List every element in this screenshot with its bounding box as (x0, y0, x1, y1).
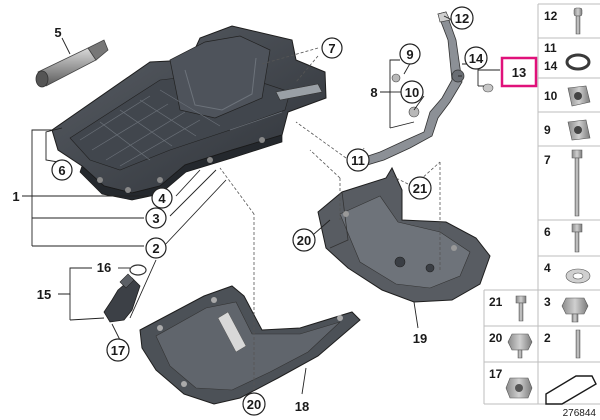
panel-part-11-oring (565, 53, 591, 71)
callout-9: 9 (399, 43, 421, 65)
panel-label-14: 14 (544, 59, 558, 73)
dipstick-tube-drawing (361, 11, 494, 167)
panel-label-4: 4 (544, 261, 551, 275)
callout-1: 1 (12, 189, 19, 204)
callout-19: 19 (413, 331, 427, 346)
catalog-number: 276844 (563, 408, 597, 419)
callout-21: 21 (408, 176, 432, 200)
callout-12: 12 (450, 6, 474, 30)
panel-part-6-bolt (571, 223, 583, 253)
panel-part-4-washer (565, 268, 591, 284)
callout-14: 14 (464, 46, 488, 70)
callout-20-lower-text: 20 (247, 397, 261, 412)
upper-oil-pan-drawing (51, 25, 327, 201)
leader-lines (22, 15, 500, 395)
callout-15: 15 (37, 287, 51, 302)
panel-part-12-screw (573, 7, 583, 35)
panel-label-7: 7 (544, 153, 551, 167)
callout-labels: 5 6 1 4 3 2 7 8 9 10 (12, 6, 538, 416)
callout-14-text: 14 (469, 51, 484, 66)
callout-4: 4 (151, 187, 173, 209)
callout-9-text: 9 (406, 47, 413, 62)
callout-18: 18 (295, 399, 309, 414)
lower-oil-pan-drawing (139, 285, 361, 405)
panel-part-3-bolt (561, 297, 589, 323)
callout-5: 5 (54, 25, 61, 40)
panel-part-9-clip (567, 119, 591, 141)
callout-7: 7 (321, 37, 343, 59)
callout-16: 16 (97, 260, 111, 275)
panel-label-11: 11 (544, 41, 557, 55)
callout-7-text: 7 (328, 41, 335, 56)
callout-21-text: 21 (413, 181, 427, 196)
callout-13-highlight: 13 (500, 56, 538, 88)
panel-label-12: 12 (544, 9, 558, 23)
panel-label-20: 20 (489, 331, 503, 345)
parts-panel: 12 11 14 10 9 7 6 (483, 3, 600, 405)
panel-label-10: 10 (544, 89, 558, 103)
callout-13-text: 13 (512, 65, 526, 80)
callout-17: 17 (106, 338, 130, 362)
panel-part-21-screw (515, 295, 527, 322)
panel-part-10-clip (567, 85, 591, 107)
panel-label-9: 9 (544, 123, 551, 137)
callout-6-text: 6 (58, 163, 65, 178)
callout-2-text: 2 (152, 241, 159, 256)
panel-label-2: 2 (544, 331, 551, 345)
callout-3: 3 (145, 207, 167, 229)
callout-8: 8 (370, 85, 377, 100)
panel-part-20-bolt (507, 333, 533, 359)
callout-12-text: 12 (455, 11, 469, 26)
panel-part-2-stud (575, 329, 581, 359)
panel-label-17: 17 (489, 367, 503, 381)
callout-20-lower: 20 (242, 392, 266, 416)
panel-part-7-bolt (571, 149, 583, 217)
callout-3-text: 3 (152, 211, 159, 226)
callout-20-upper-text: 20 (297, 233, 311, 248)
assembly-arrow-icon (545, 375, 597, 405)
callout-17-text: 17 (111, 343, 125, 358)
callout-11-text: 11 (351, 153, 365, 168)
sealant-tube-drawing (35, 39, 109, 88)
callout-6: 6 (51, 159, 73, 181)
callout-11: 11 (346, 148, 370, 172)
panel-label-21: 21 (489, 295, 503, 309)
oil-level-sensor-drawing (103, 264, 147, 323)
panel-part-17-nut (505, 377, 533, 399)
callout-2: 2 (145, 237, 167, 259)
heat-shield-drawing (317, 166, 491, 303)
callout-10-text: 10 (405, 85, 419, 100)
callout-10: 10 (400, 80, 424, 104)
panel-label-3: 3 (544, 295, 551, 309)
callout-4-text: 4 (158, 191, 166, 206)
callout-20-upper: 20 (292, 228, 316, 252)
panel-label-6: 6 (544, 225, 551, 239)
